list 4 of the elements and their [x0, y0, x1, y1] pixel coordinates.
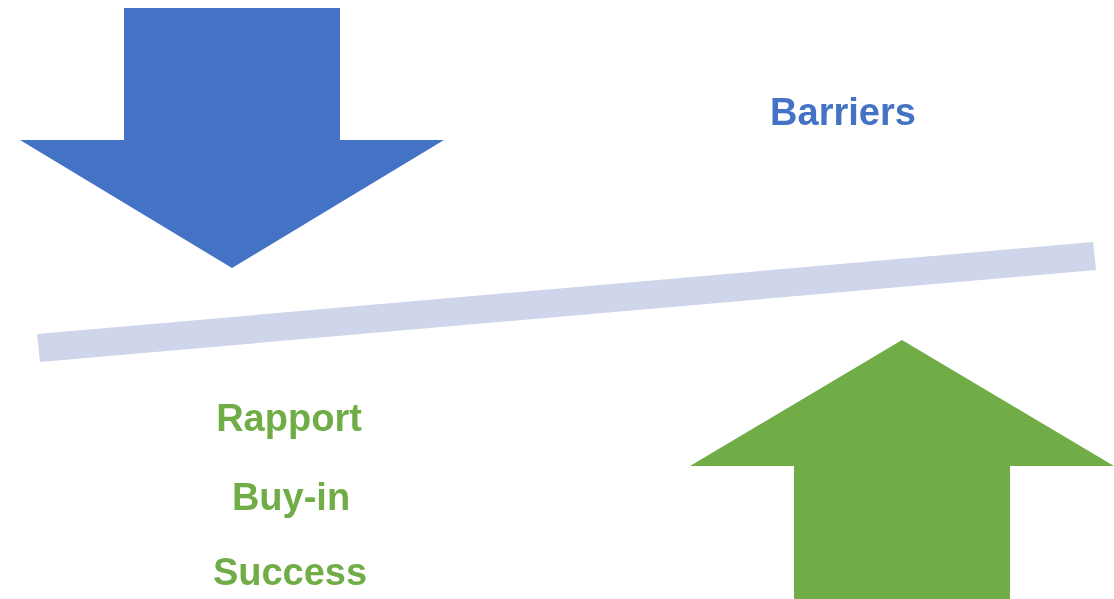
barrier-label: Barriers	[770, 90, 916, 134]
benefit-label: Success	[212, 550, 368, 594]
benefit-label: Buy-in	[231, 475, 351, 519]
benefit-label: Rapport	[216, 396, 362, 440]
